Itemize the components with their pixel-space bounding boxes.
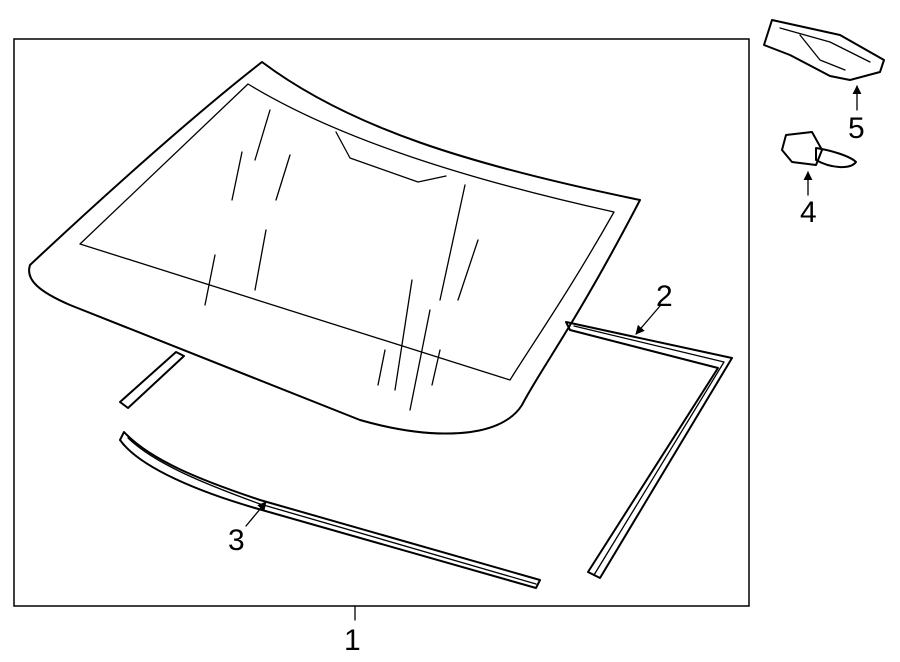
callout-5: 5 [848, 112, 865, 145]
sensor-cover [763, 19, 885, 81]
windshield-glass [28, 61, 641, 435]
assembly-frame [13, 38, 750, 607]
callout-2: 2 [656, 280, 673, 313]
lower-molding [119, 431, 541, 589]
mirror-mount-bracket [781, 131, 857, 168]
callout-4: 4 [800, 196, 817, 229]
side-molding [119, 321, 733, 579]
glass-reflection-lines [204, 109, 479, 411]
callout-1: 1 [344, 624, 361, 657]
callout-3: 3 [228, 524, 245, 557]
